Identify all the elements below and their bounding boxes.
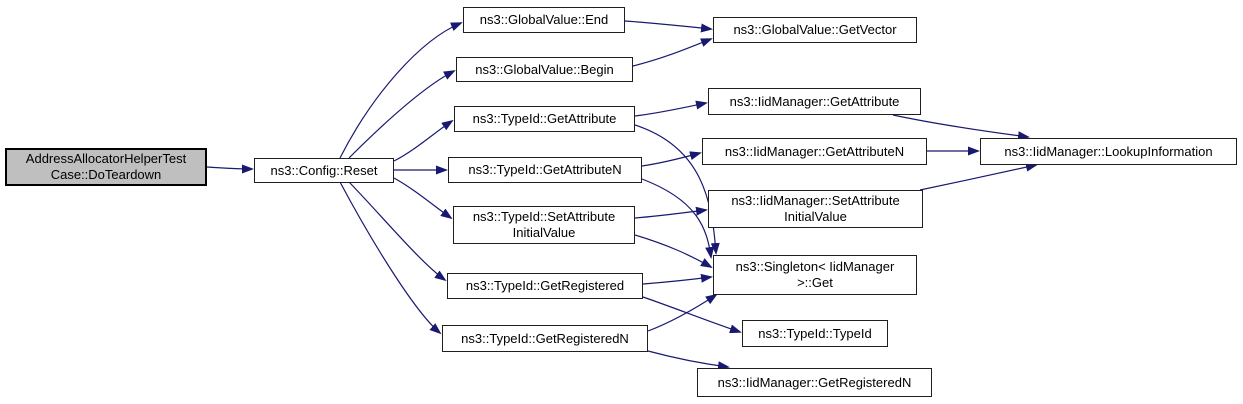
node-ns3-typeid-getregisteredn[interactable]: ns3::TypeId::GetRegisteredN <box>442 325 648 352</box>
node-ns3-globalvalue-begin[interactable]: ns3::GlobalValue::Begin <box>456 57 633 82</box>
edge-ns3-config-reset-to-ns3-globalvalue-begin <box>348 70 456 159</box>
edge-ns3-typeid-getattributen-to-ns3-iidmanager-getattributen <box>641 151 702 167</box>
edge-ns3-globalvalue-end-to-ns3-globalvalue-getvector <box>624 20 713 33</box>
edge-ns3-typeid-getregistered-to-ns3-typeid-typeid <box>642 296 742 334</box>
node-ns3-iidmanager-getattribute[interactable]: ns3::IidManager::GetAttribute <box>708 88 921 115</box>
node-ns3-iidmanager-setattributeinitialvalue[interactable]: ns3::IidManager::SetAttribute InitialVal… <box>708 190 923 228</box>
edge-ns3-iidmanager-setattributeinitialvalue-to-ns3-iidmanager-lookupinformation <box>919 162 1038 191</box>
edge-ns3-typeid-setattributeinitialvalue-to-ns3-iidmanager-setattributeinitialvalue <box>634 206 708 219</box>
edge-ns3-typeid-getattributen-to-ns3-singleton-iidmanager-get <box>641 178 715 259</box>
node-ns3-typeid-typeid[interactable]: ns3::TypeId::TypeId <box>742 320 888 347</box>
node-ns3-typeid-getattributen[interactable]: ns3::TypeId::GetAttributeN <box>448 157 642 183</box>
edge-ns3-config-reset-to-ns3-typeid-getregistered <box>348 181 447 282</box>
node-address-allocator-helper-test-case-do-teardown: AddressAllocatorHelperTest Case::DoTeard… <box>5 148 207 186</box>
node-ns3-iidmanager-getattributen[interactable]: ns3::IidManager::GetAttributeN <box>702 138 927 165</box>
node-ns3-typeid-getattribute[interactable]: ns3::TypeId::GetAttribute <box>454 106 635 132</box>
node-ns3-globalvalue-getvector[interactable]: ns3::GlobalValue::GetVector <box>713 17 917 43</box>
edge-ns3-typeid-setattributeinitialvalue-to-ns3-singleton-iidmanager-get <box>634 234 713 268</box>
node-ns3-singleton-iidmanager-get[interactable]: ns3::Singleton< IidManager >::Get <box>713 255 917 295</box>
node-ns3-typeid-setattributeinitialvalue[interactable]: ns3::TypeId::SetAttribute InitialValue <box>453 206 635 244</box>
node-ns3-config-reset[interactable]: ns3::Config::Reset <box>254 158 394 183</box>
node-ns3-iidmanager-getregisteredn[interactable]: ns3::IidManager::GetRegisteredN <box>697 368 932 397</box>
node-ns3-iidmanager-lookupinformation[interactable]: ns3::IidManager::LookupInformation <box>980 138 1237 165</box>
edge-ns3-typeid-getattribute-to-ns3-iidmanager-getattribute <box>634 100 708 117</box>
edge-ns3-config-reset-to-ns3-typeid-setattributeinitialvalue <box>393 177 453 220</box>
edge-ns3-typeid-getattribute-to-ns3-singleton-iidmanager-get <box>634 124 720 255</box>
edge-address-allocator-helper-test-case-do-teardown-to-ns3-config-reset <box>206 164 254 174</box>
edge-group <box>206 20 1038 371</box>
edge-ns3-globalvalue-begin-to-ns3-globalvalue-getvector <box>632 38 713 67</box>
edge-ns3-config-reset-to-ns3-typeid-getattribute <box>393 119 454 162</box>
edge-ns3-typeid-getregisteredn-to-ns3-iidmanager-getregisteredn <box>647 350 730 371</box>
edge-ns3-config-reset-to-ns3-globalvalue-end <box>339 22 463 159</box>
edge-ns3-typeid-getregistered-to-ns3-singleton-iidmanager-get <box>642 273 713 285</box>
node-ns3-globalvalue-end[interactable]: ns3::GlobalValue::End <box>463 7 625 33</box>
edge-ns3-iidmanager-getattribute-to-ns3-iidmanager-lookupinformation <box>892 114 1030 141</box>
edge-ns3-config-reset-to-ns3-typeid-getregisteredn <box>339 181 442 335</box>
node-ns3-typeid-getregistered[interactable]: ns3::TypeId::GetRegistered <box>447 273 643 299</box>
edge-ns3-typeid-getregisteredn-to-ns3-singleton-iidmanager-get <box>647 293 718 332</box>
